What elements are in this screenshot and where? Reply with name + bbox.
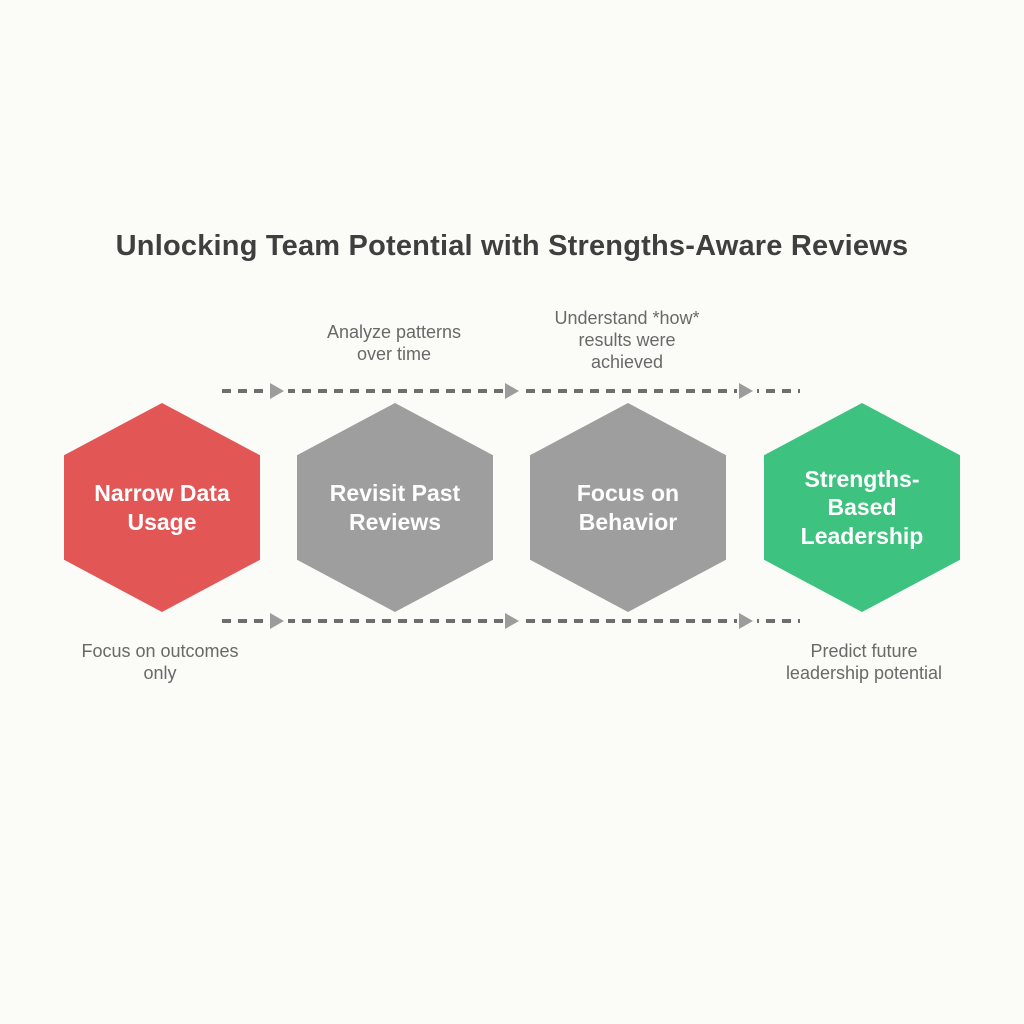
hexagon-step-label: Narrow Data Usage — [94, 480, 230, 535]
arrow-right-icon — [505, 383, 519, 399]
hexagon-step-revisit-past-reviews: Revisit Past Reviews — [297, 403, 493, 612]
hexagon-step-narrow-data-usage: Narrow Data Usage — [64, 403, 260, 612]
annotation-understand-how: Understand *how* results were achieved — [554, 308, 700, 372]
arrow-right-icon — [270, 383, 284, 399]
annotation-analyze-patterns: Analyze patterns over time — [326, 322, 462, 364]
annotation-focus-on-outcomes: Focus on outcomes only — [81, 641, 239, 683]
arrow-right-icon — [505, 613, 519, 629]
hexagon-step-label: Focus on Behavior — [576, 480, 680, 535]
arrow-right-icon — [739, 383, 753, 399]
annotation-predict-future: Predict future leadership potential — [785, 641, 943, 683]
page-title: Unlocking Team Potential with Strengths-… — [115, 230, 909, 262]
arrow-right-icon — [270, 613, 284, 629]
bottom-connector-line — [222, 613, 800, 629]
top-connector-line — [222, 383, 800, 399]
hexagon-step-strengths-based-leadership: Strengths- Based Leadership — [764, 403, 960, 612]
hexagon-step-label: Strengths- Based Leadership — [800, 466, 924, 549]
hexagon-step-label: Revisit Past Reviews — [329, 480, 461, 535]
arrow-right-icon — [739, 613, 753, 629]
hexagon-step-focus-on-behavior: Focus on Behavior — [530, 403, 726, 612]
